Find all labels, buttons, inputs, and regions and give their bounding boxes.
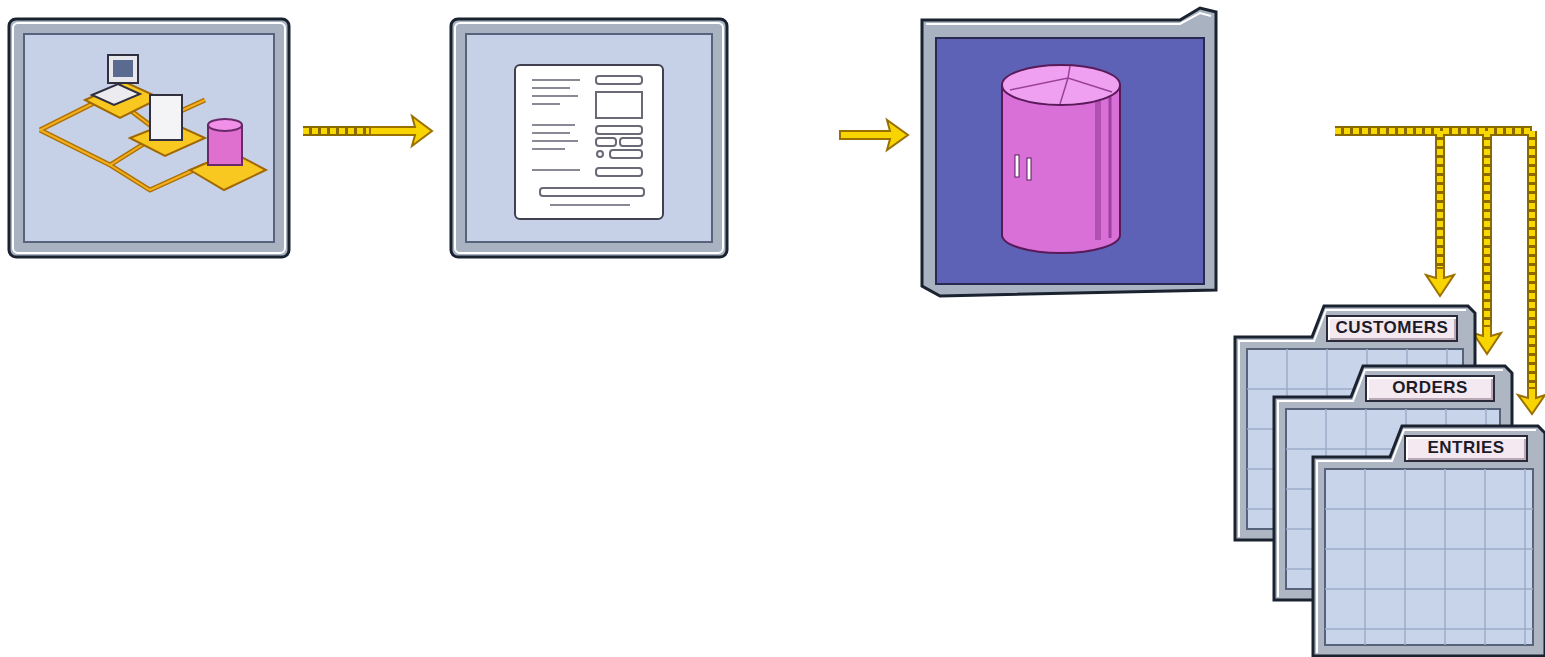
arrow-head <box>370 116 432 146</box>
cylinder-shade <box>1109 92 1112 238</box>
keyboard <box>92 84 140 105</box>
panel-frame <box>451 19 727 257</box>
doc-line <box>532 87 570 89</box>
doc-line <box>532 132 570 134</box>
cylinder-fill <box>1003 85 1119 235</box>
cylinder-handle <box>1027 158 1031 180</box>
grid-line <box>1444 469 1446 645</box>
doc-line <box>532 169 580 171</box>
form-field <box>596 168 642 176</box>
form-field <box>596 126 642 134</box>
grid-line <box>1325 628 1533 630</box>
doc-line <box>532 95 578 97</box>
grid-line <box>1325 508 1533 510</box>
database-top <box>208 119 242 131</box>
arrow-head <box>1518 388 1545 414</box>
form-panel <box>451 19 727 257</box>
server-tower <box>150 95 182 140</box>
network-pad <box>85 82 160 118</box>
tab-label: ORDERS <box>1365 375 1495 402</box>
table-panel: ENTRIES <box>1310 423 1545 657</box>
arrow-head <box>1426 268 1454 296</box>
database-panel <box>922 8 1216 296</box>
panel-face <box>24 34 274 242</box>
cylinder-lid-lines <box>1010 66 1112 104</box>
doc-line <box>532 148 565 150</box>
form-field <box>540 188 644 196</box>
form-field <box>596 76 642 84</box>
monitor-screen <box>113 60 133 77</box>
form-fields <box>540 76 644 196</box>
network-panel <box>9 19 289 257</box>
folder-frame <box>1313 426 1545 656</box>
doc-line <box>532 124 575 126</box>
arrow-head <box>1473 326 1501 354</box>
form-field <box>596 138 616 146</box>
panel-face <box>466 34 712 242</box>
cylinder-shade <box>1095 95 1101 240</box>
arrow-head <box>840 120 908 150</box>
panel-frame <box>9 19 289 257</box>
frame-highlight <box>1317 430 1536 653</box>
form-field <box>610 150 642 158</box>
tab-label: ENTRIES <box>1404 435 1528 462</box>
table-grid-face <box>1325 469 1533 645</box>
cylinder-handle <box>1015 155 1019 177</box>
cylinder-body <box>1002 85 1120 235</box>
dotted-arrow-outline <box>303 126 372 136</box>
grid-line <box>1524 469 1526 645</box>
tab-label: CUSTOMERS <box>1326 315 1458 342</box>
doc-line <box>550 204 630 206</box>
cylinder-top <box>1002 65 1120 105</box>
frame-highlight <box>926 13 1211 24</box>
form-field <box>596 92 642 118</box>
dotted-arrow <box>303 128 372 134</box>
grid-line <box>1325 588 1533 590</box>
panel-face <box>936 38 1204 284</box>
form-field <box>620 138 642 146</box>
radio-button <box>597 151 603 157</box>
monitor <box>108 55 138 83</box>
doc-line <box>532 79 580 81</box>
doc-line <box>532 103 560 105</box>
frame-highlight <box>13 23 285 253</box>
panel-frame <box>922 8 1216 296</box>
document <box>515 65 663 219</box>
grid-line <box>1404 469 1406 645</box>
grid-line <box>1325 548 1533 550</box>
doc-line <box>532 140 578 142</box>
grid-line <box>1364 469 1366 645</box>
grid-line <box>1484 469 1486 645</box>
frame-highlight <box>455 23 723 253</box>
